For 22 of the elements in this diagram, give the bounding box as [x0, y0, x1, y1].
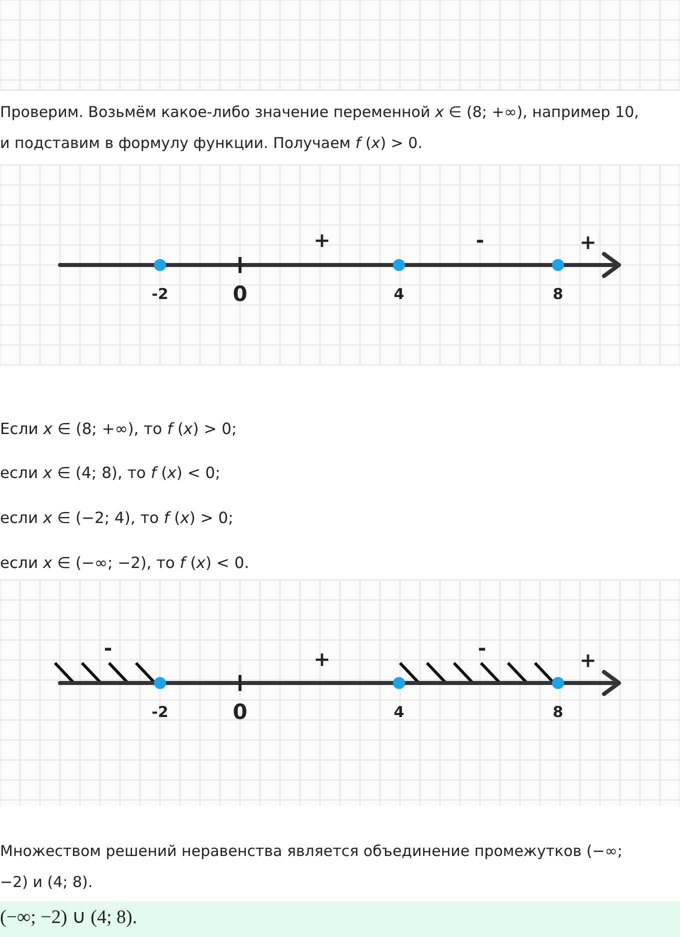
tick-label: 8 — [552, 285, 564, 303]
tick-label: 4 — [392, 285, 406, 303]
tick-label: 0 — [232, 282, 248, 306]
condition-text: если x ∈ (4; 8), то f (x) < 0; — [0, 464, 220, 482]
sign-label: + — [312, 647, 332, 671]
tick-label: 0 — [232, 700, 248, 724]
sign-label: - — [102, 636, 114, 660]
sign-label: + — [578, 648, 598, 672]
sign-label: + — [312, 228, 332, 252]
tick-label: -2 — [150, 703, 170, 721]
tick-label: 8 — [552, 703, 564, 721]
tick-label: -2 — [150, 285, 170, 303]
condition-text: Если x ∈ (8; +∞), то f (x) > 0; — [0, 420, 237, 438]
sign-label: - — [474, 228, 486, 252]
sign-label: + — [578, 230, 598, 254]
sign-label: - — [476, 636, 488, 660]
condition-text: если x ∈ (−∞; −2), то f (x) < 0. — [0, 554, 250, 572]
tick-label: 4 — [392, 703, 406, 721]
answer-text: (−∞; −2) ∪ (4; 8). — [0, 906, 138, 929]
paragraph: Проверим. Возьмём какое-либо значение переменной x ∈ (8; +∞), например 10, и подставим в формулу функции. Получаем f (x) > 0. — [0, 102, 640, 154]
paragraph: Множеством решений неравенства является объединение промежутков (−∞; −2) и (4; 8). — [0, 841, 624, 893]
condition-text: если x ∈ (−2; 4), то f (x) > 0; — [0, 509, 234, 527]
